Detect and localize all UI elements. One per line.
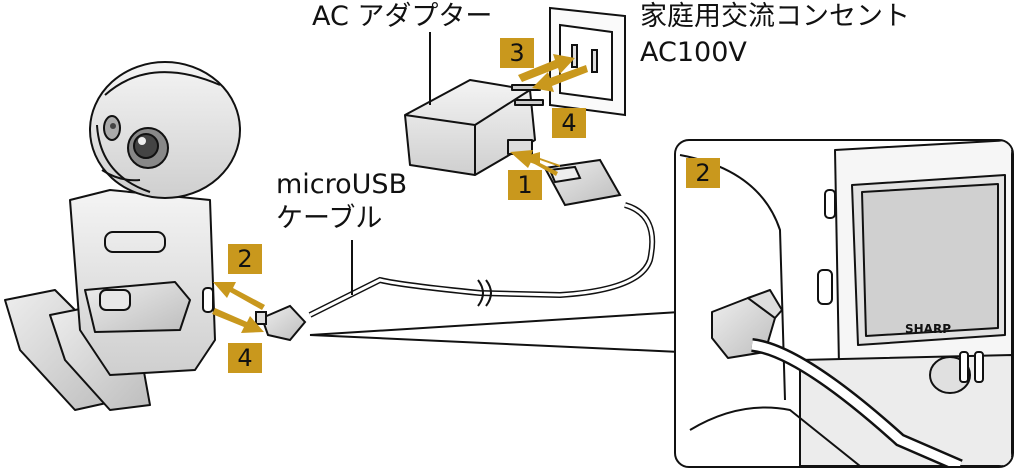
- cable-label-kana: ケーブル: [276, 203, 383, 234]
- leader-lines: [309, 32, 681, 353]
- inset-panel: [674, 139, 1014, 468]
- step-badge-2-left: 2: [228, 244, 262, 274]
- step-badge-3: 3: [500, 38, 534, 68]
- step-badge-2-inset: 2: [686, 158, 720, 188]
- micro-usb-plug: [255, 304, 307, 342]
- step-badge-4-outlet: 4: [552, 108, 586, 138]
- cable-label: microUSB: [276, 169, 408, 200]
- ac-adapter-label: AC アダプター: [312, 1, 493, 32]
- brand-logo: SHARP: [905, 322, 952, 336]
- robot-illustration: [4, 61, 241, 411]
- outlet-voltage-label: AC100V: [640, 37, 747, 68]
- wall-outlet: [549, 6, 626, 117]
- outlet-label: 家庭用交流コンセント: [640, 1, 910, 32]
- usb-a-plug: [543, 158, 622, 207]
- step-badge-4-left: 4: [228, 343, 262, 373]
- step-badge-1: 1: [508, 170, 542, 200]
